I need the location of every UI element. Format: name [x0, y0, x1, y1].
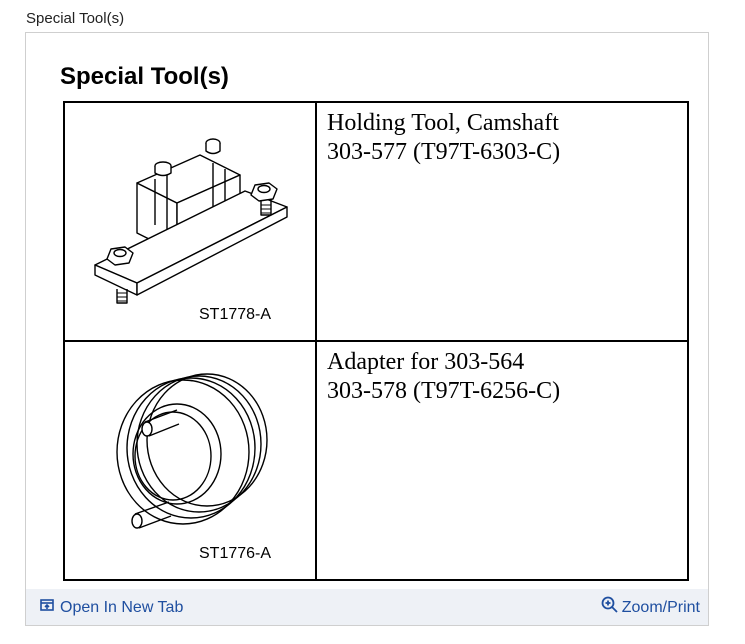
zoom-icon — [601, 596, 619, 619]
tools-table: ST1778-A Holding Tool, Camshaft 303-577 … — [63, 101, 689, 581]
tool-description-cell: Holding Tool, Camshaft 303-577 (T97T-630… — [315, 101, 689, 342]
camshaft-holding-tool-icon — [94, 138, 288, 304]
adapter-pulley-icon — [116, 373, 268, 529]
tool-name: Adapter for 303-564 — [327, 349, 525, 375]
tool-description-cell: Adapter for 303-564 303-578 (T97T-6256-C… — [315, 340, 689, 581]
figure-image: Special Tool(s) — [36, 39, 698, 594]
open-in-new-tab-label: Open In New Tab — [60, 598, 184, 616]
tool-name: Holding Tool, Camshaft — [327, 110, 559, 136]
image-footer: Open In New Tab Zoom/Print — [26, 589, 708, 625]
figure-title: Special Tool(s) — [60, 63, 229, 90]
tool-number: 303-577 (T97T-6303-C) — [327, 139, 561, 165]
tool-illustration-cell: ST1778-A — [63, 101, 317, 342]
page-caption: Special Tool(s) — [26, 10, 125, 27]
tool-number: 303-578 (T97T-6256-C) — [327, 378, 561, 404]
zoom-print-link[interactable]: Zoom/Print — [601, 596, 700, 619]
tool-code: ST1778-A — [199, 306, 272, 323]
zoom-print-label: Zoom/Print — [621, 598, 700, 616]
tool-illustration-cell: ST1776-A — [63, 340, 317, 581]
open-new-tab-icon — [40, 598, 54, 617]
table-row: ST1778-A Holding Tool, Camshaft 303-577 … — [63, 101, 689, 342]
image-frame: Special Tool(s) — [25, 32, 709, 626]
tool-code: ST1776-A — [199, 545, 272, 562]
table-row: ST1776-A Adapter for 303-564 303-578 (T9… — [63, 340, 689, 581]
open-in-new-tab-link[interactable]: Open In New Tab — [40, 598, 183, 617]
